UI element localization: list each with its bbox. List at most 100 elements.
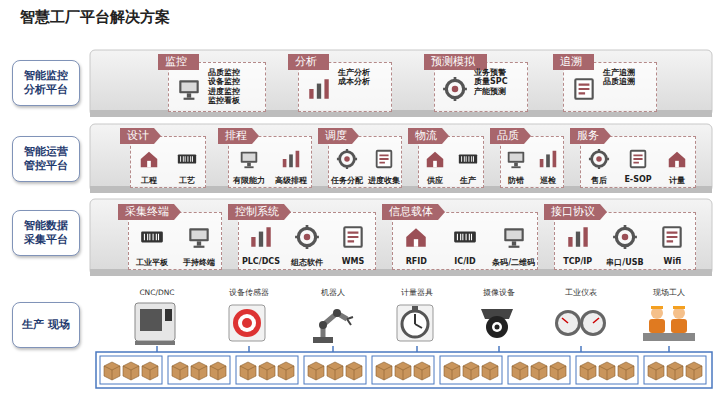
module-tab: 设计 (120, 128, 161, 144)
module-tab: 预测模拟 (424, 54, 487, 70)
device-name: 现场工人 (632, 288, 706, 298)
drawing-stroke (580, 362, 596, 380)
field-device: 工业仪表 (544, 288, 618, 346)
drawing-stroke (376, 366, 392, 380)
field-device: 计量器具 (380, 288, 454, 346)
drawing-stroke (181, 83, 196, 92)
item-icon (306, 76, 332, 102)
device-name: 设备传感器 (212, 288, 286, 298)
drawing-stroke (580, 366, 596, 380)
drawing-stroke (673, 306, 685, 309)
drawing-stroke (141, 232, 163, 243)
drawing-stroke (191, 366, 207, 380)
drawing-stroke (259, 232, 263, 247)
item-icon (336, 148, 358, 170)
item-label: WMS (342, 257, 365, 266)
drawing-stroke (668, 346, 670, 352)
drawing-stroke (90, 50, 712, 116)
drawing-stroke (165, 309, 172, 321)
drawing-stroke (671, 319, 687, 333)
platform-name: 智能运营管控平台 (19, 145, 74, 172)
drawing-stroke (579, 85, 590, 94)
item-label: 条码/二维码 (492, 257, 535, 268)
device-illustration (387, 299, 447, 347)
drawing-stroke (446, 80, 463, 97)
drawing-stroke (576, 356, 638, 384)
drawing-stroke (240, 366, 256, 380)
item-icon (248, 224, 274, 250)
drawing-stroke (181, 156, 193, 162)
drawing-stroke (443, 77, 467, 101)
drawing-stroke (233, 309, 261, 337)
item-icon (666, 148, 688, 170)
drawing-stroke (348, 233, 359, 242)
drawing-stroke (238, 314, 256, 332)
drawing-stroke (648, 366, 664, 380)
drawing-stroke (376, 362, 392, 380)
drawing-stroke (444, 366, 460, 380)
item-label: PLC/DCS (242, 257, 280, 266)
drawing-stroke (317, 84, 321, 99)
drawing-stroke (229, 305, 265, 341)
drawing-stroke (504, 228, 524, 241)
drawing-stroke (104, 362, 120, 380)
item-label: 计量 (669, 175, 685, 186)
item-icon (176, 76, 202, 102)
drawing-stroke (575, 232, 579, 247)
drawing-stroke (123, 366, 139, 380)
item-icon (627, 148, 649, 170)
drawing-stroke (189, 228, 209, 241)
drawing-stroke (372, 356, 434, 384)
item-icon (501, 224, 527, 250)
drawing-stroke (651, 307, 663, 319)
module-items: 业务预警 质量SPC 产能预测 (474, 68, 509, 96)
drawing-stroke (172, 362, 188, 380)
drawing-stroke (599, 366, 615, 380)
drawing-stroke (686, 362, 702, 380)
item-icon (138, 148, 160, 170)
drawing-stroke (298, 228, 315, 245)
drawing-stroke (512, 362, 528, 380)
platform-label-box: 智能监控分析平台 (12, 60, 80, 106)
module-group: 分析生产分析 成本分析 (288, 54, 392, 112)
module-tab: 品质 (490, 128, 531, 144)
drawing-stroke (589, 149, 609, 169)
drawing-stroke (210, 366, 226, 380)
drawing-stroke (631, 151, 646, 168)
drawing-stroke (296, 151, 300, 168)
drawing-stroke (339, 152, 354, 167)
drawing-stroke (191, 362, 207, 380)
drawing-stroke (376, 151, 391, 168)
drawing-stroke (414, 362, 430, 380)
platform-panels (90, 50, 712, 276)
item-label: Wifi (664, 257, 682, 266)
drawing-stroke (580, 346, 582, 352)
module-group: 信息载体RFIDIC/ID条码/二维码 (382, 204, 538, 270)
drawing-stroke (241, 152, 258, 163)
field-device: 设备传感器 (212, 288, 286, 346)
item-label: RFID (406, 257, 427, 266)
drawing-stroke (379, 155, 388, 162)
drawing-stroke (248, 346, 250, 352)
drawing-stroke (344, 227, 361, 247)
drawing-stroke (289, 154, 293, 167)
drawing-stroke (649, 319, 665, 333)
drawing-stroke (514, 163, 518, 167)
item-icon (424, 148, 446, 170)
drawing-stroke (644, 356, 706, 384)
drawing-stroke (187, 93, 191, 97)
drawing-stroke (135, 303, 175, 341)
platform-label-box: 智能数据采集平台 (12, 210, 80, 256)
drawing-stroke (452, 86, 459, 93)
drawing-stroke (324, 79, 328, 99)
item-label: 工业平板 (136, 257, 168, 268)
drawing-stroke (168, 356, 230, 384)
drawing-stroke (511, 166, 520, 168)
drawing-stroke (144, 234, 158, 241)
drawing-stroke (295, 225, 319, 249)
drawing-stroke (667, 233, 678, 242)
item-label: 防错 (508, 175, 524, 186)
module-tab: 监控 (158, 54, 199, 70)
drawing-stroke (416, 346, 418, 352)
module-tab: 控制系统 (228, 204, 291, 220)
